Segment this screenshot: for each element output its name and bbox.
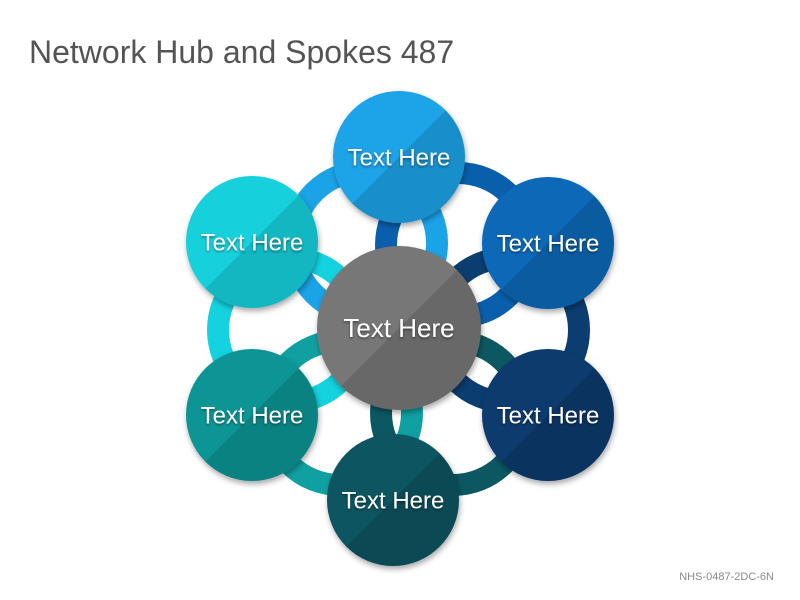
spoke-node-upper-right[interactable]: Text Here: [482, 177, 614, 309]
spoke-node-lower-left-label: Text Here: [201, 402, 304, 429]
spoke-node-lower-right[interactable]: Text Here: [482, 349, 614, 481]
spoke-node-top[interactable]: Text Here: [333, 91, 465, 223]
page-title: Network Hub and Spokes 487: [29, 34, 455, 70]
spoke-node-bottom-circle: [327, 434, 459, 566]
spoke-node-lower-left[interactable]: Text Here: [186, 349, 318, 481]
spoke-node-upper-right-label: Text Here: [497, 230, 600, 257]
spoke-node-upper-right-circle: [482, 177, 614, 309]
spoke-node-lower-right-shade: [482, 349, 614, 481]
hub-node-circle: [317, 246, 481, 410]
hub-node-shade: [317, 246, 481, 410]
spoke-node-lower-right-circle: [482, 349, 614, 481]
hub-node-label: Text Here: [343, 313, 454, 343]
spoke-node-bottom[interactable]: Text Here: [327, 434, 459, 566]
spoke-node-upper-left-circle: [186, 176, 318, 308]
spoke-node-bottom-label: Text Here: [342, 487, 445, 514]
spoke-node-lower-left-shade: [186, 349, 318, 481]
spoke-node-bottom-shade: [327, 434, 459, 566]
spoke-node-upper-left-shade: [186, 176, 318, 308]
spoke-node-top-shade: [333, 91, 465, 223]
diagram-code: NHS-0487-2DC-6N: [679, 571, 774, 583]
hub-node[interactable]: Text Here: [317, 246, 481, 410]
spoke-node-upper-right-shade: [482, 177, 614, 309]
spoke-node-top-label: Text Here: [348, 144, 451, 171]
spoke-node-upper-left[interactable]: Text Here: [186, 176, 318, 308]
spoke-node-top-circle: [333, 91, 465, 223]
spoke-node-upper-left-label: Text Here: [201, 229, 304, 256]
spoke-node-lower-left-circle: [186, 349, 318, 481]
spoke-node-lower-right-label: Text Here: [497, 402, 600, 429]
